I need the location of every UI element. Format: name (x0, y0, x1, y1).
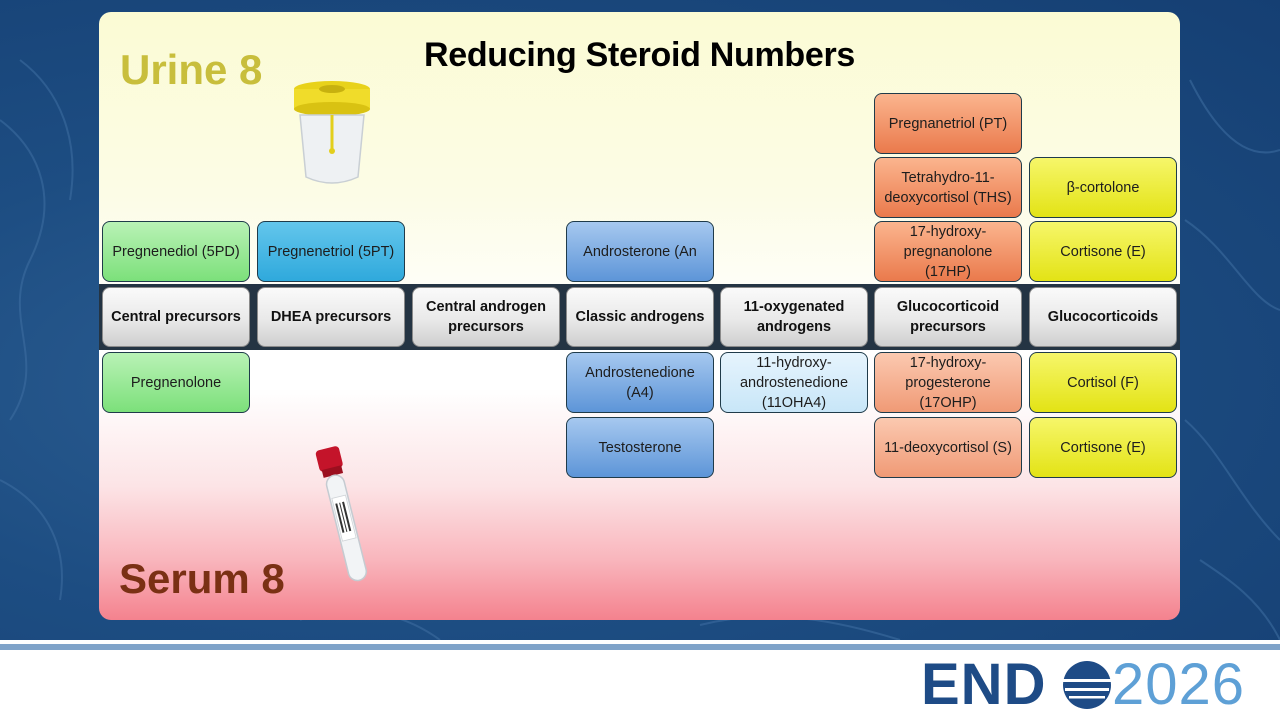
logo-text: END (921, 652, 1047, 717)
urine-label: Urine 8 (120, 46, 263, 93)
serum-steroid-11-deoxycortisol: 11-deoxycortisol (S) (874, 417, 1022, 478)
category-central-precursors: Central precursors (102, 287, 250, 347)
slide-title: Reducing Steroid Numbers (423, 36, 856, 74)
logo-year: 2026 (1112, 652, 1246, 717)
urine-steroid-androsterone: Androsterone (An (566, 221, 714, 282)
serum-steroid-testosterone: Testosterone (566, 417, 714, 478)
serum-steroid-androstenedione: Androstenedione (A4) (566, 352, 714, 413)
urine-steroid-pregnenetriol: Pregnenetriol (5PT) (257, 221, 405, 282)
divider-line (0, 640, 1280, 644)
urine-cup-image (294, 81, 370, 184)
category-11-oxygenated-androgens: 11-oxygenated androgens (720, 287, 868, 347)
serum-steroid-cortisone: Cortisone (E) (1029, 417, 1177, 478)
serum-label: Serum 8 (119, 555, 285, 602)
blood-tube-image (315, 446, 368, 582)
urine-steroid-ths: Tetrahydro-11-deoxycortisol (THS) (874, 157, 1022, 218)
divider-band (0, 644, 1280, 650)
category-dhea-precursors: DHEA precursors (257, 287, 405, 347)
category-classic-androgens: Classic androgens (566, 287, 714, 347)
urine-steroid-cortisone: Cortisone (E) (1029, 221, 1177, 282)
category-glucocorticoids: Glucocorticoids (1029, 287, 1177, 347)
urine-steroid-pregnenediol: Pregnenediol (5PD) (102, 221, 250, 282)
category-central-androgen-precursors: Central androgen precursors (412, 287, 560, 347)
category-glucocorticoid-precursors: Glucocorticoid precursors (874, 287, 1022, 347)
urine-steroid-beta-cortolone: β-cortolone (1029, 157, 1177, 218)
urine-steroid-pregnanetriol: Pregnanetriol (PT) (874, 93, 1022, 154)
serum-steroid-pregnenolone: Pregnenolone (102, 352, 250, 413)
serum-steroid-17ohp: 17-hydroxy-progesterone (17OHP) (874, 352, 1022, 413)
serum-steroid-11ohA4: 11-hydroxy-androstenedione (11OHA4) (720, 352, 868, 413)
slide-panel: Reducing Steroid Numbers Urine 8 Serum 8… (99, 12, 1180, 620)
logo-globe-icon (1063, 661, 1111, 709)
serum-steroid-cortisol: Cortisol (F) (1029, 352, 1177, 413)
urine-steroid-17hp: 17-hydroxy-pregnanolone (17HP) (874, 221, 1022, 282)
